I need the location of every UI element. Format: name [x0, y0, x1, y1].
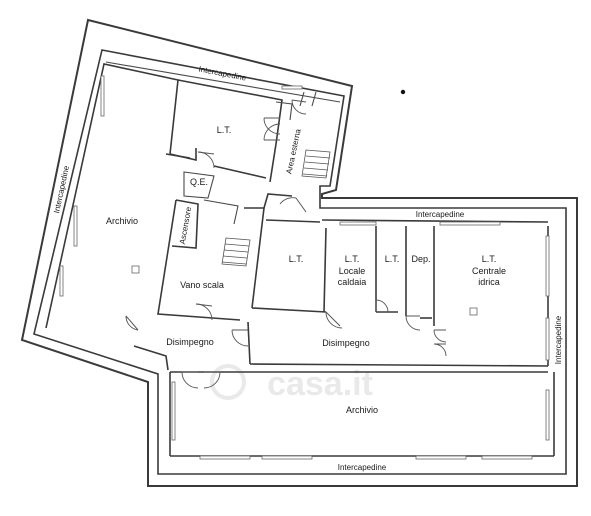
label-vano-scala: Vano scala [180, 280, 224, 290]
stairs [221, 149, 331, 267]
label-ascensore: Ascensore [178, 206, 194, 245]
marker-dot [400, 89, 406, 95]
label-intercapedine-bottom: Intercapedine [338, 463, 387, 472]
label-area-esterna: Area esterna [284, 128, 302, 175]
room-labels: Intercapedine Intercapedine Archivio L.T… [52, 65, 563, 472]
left-block-walls [45, 63, 317, 329]
label-disimpegno-left: Disimpegno [166, 337, 214, 347]
label-locale-caldaia-line1: Locale [339, 266, 366, 276]
doors [125, 99, 447, 389]
label-lt-2: L.T. [385, 254, 400, 264]
fixtures [131, 89, 478, 316]
label-lt-top: L.T. [217, 125, 232, 135]
label-centrale-idrica-lt: L.T. [482, 254, 497, 264]
label-intercapedine-right: Intercapedine [554, 315, 563, 364]
label-qe: Q.E. [190, 177, 208, 187]
label-lt-1: L.T. [289, 254, 304, 264]
label-centrale-idrica-line1: Centrale [472, 266, 506, 276]
label-locale-caldaia-line2: caldaia [338, 277, 367, 287]
label-locale-caldaia-lt: L.T. [345, 254, 360, 264]
label-intercapedine-top-left: Intercapedine [198, 65, 248, 83]
watermark-text: casa.it [267, 365, 373, 403]
label-archivio-bottom: Archivio [346, 405, 378, 415]
label-intercapedine-top-right: Intercapedine [416, 210, 465, 219]
label-centrale-idrica-line2: idrica [478, 277, 500, 287]
label-disimpegno-right: Disimpegno [322, 338, 370, 348]
label-archivio-left: Archivio [106, 216, 138, 226]
windows [59, 75, 550, 460]
right-block-walls [133, 219, 555, 457]
watermark: casa.it [210, 364, 373, 403]
label-dep: Dep. [411, 254, 430, 264]
outer-walls [20, 18, 578, 487]
